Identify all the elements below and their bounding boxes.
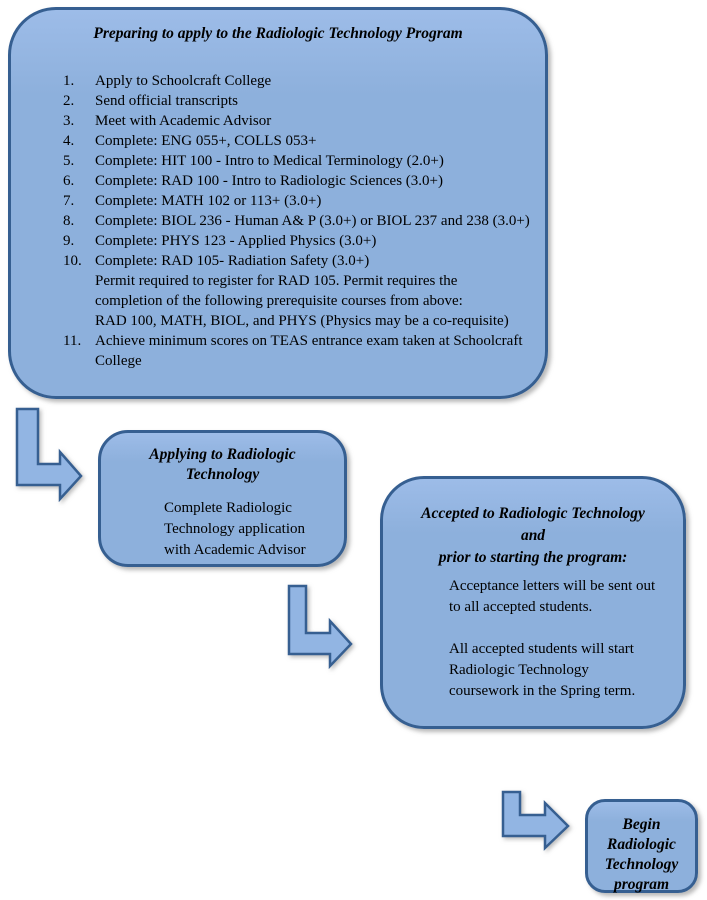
step-note-line: Permit required to register for RAD 105.… (95, 273, 458, 289)
step-number: 2. (63, 93, 75, 109)
step-note-line: completion of the following prerequisite… (95, 293, 463, 309)
step-item: 1. Apply to Schoolcraft College (63, 71, 531, 91)
step-item: 8. Complete: BIOL 236 - Human A& P (3.0+… (63, 211, 531, 231)
title-line: Technology (604, 856, 679, 873)
step-number: 7. (63, 193, 75, 209)
body-line: Complete Radiologic (164, 500, 292, 516)
title-line: Radiologic (607, 836, 676, 853)
step-text: Complete: RAD 100 - Intro to Radiologic … (95, 173, 443, 189)
step-item: 11. Achieve minimum scores on TEAS entra… (63, 331, 531, 371)
title-line: Accepted to Radiologic Technology (421, 505, 645, 522)
prep-box-title: Preparing to apply to the Radiologic Tec… (93, 25, 463, 42)
applying-box-body: Complete Radiologic Technology applicati… (164, 498, 344, 561)
step-text: Meet with Academic Advisor (95, 113, 272, 129)
title-line: Technology (185, 466, 260, 483)
accepted-paragraph: Acceptance letters will be sent out to a… (449, 576, 683, 618)
begin-box: Begin Radiologic Technology program (585, 799, 698, 893)
step-item: 7. Complete: MATH 102 or 113+ (3.0+) (63, 191, 531, 211)
step-text: Complete: ENG 055+, COLLS 053+ (95, 133, 317, 149)
step-number: 3. (63, 113, 75, 129)
step-number: 11. (63, 333, 82, 349)
accepted-paragraph: All accepted students will start Radiolo… (449, 639, 683, 702)
step-text: Complete: BIOL 236 - Human A& P (3.0+) o… (95, 213, 530, 229)
step-item: 6. Complete: RAD 100 - Intro to Radiolog… (63, 171, 531, 191)
body-line: with Academic Advisor (164, 542, 306, 558)
body-line: Radiologic Technology (449, 662, 589, 678)
bent-arrow-down-right-icon (501, 790, 570, 851)
step-item: 4. Complete: ENG 055+, COLLS 053+ (63, 131, 531, 151)
step-number: 4. (63, 133, 75, 149)
accepted-box-body: Acceptance letters will be sent out to a… (449, 576, 683, 702)
accepted-box: Accepted to Radiologic Technology and pr… (380, 476, 686, 729)
title-line: and (520, 527, 546, 544)
step-item: 3. Meet with Academic Advisor (63, 111, 531, 131)
prep-steps-list: 1. Apply to Schoolcraft College 2. Send … (11, 71, 545, 371)
step-text: Complete: HIT 100 - Intro to Medical Ter… (95, 153, 444, 169)
step-number: 10. (63, 253, 82, 269)
applying-box: Applying to Radiologic Technology Comple… (98, 430, 347, 567)
body-line: Acceptance letters will be sent out (449, 578, 656, 594)
accepted-box-title: Accepted to Radiologic Technology and pr… (383, 503, 683, 569)
step-number: 9. (63, 233, 75, 249)
begin-box-title: Begin Radiologic Technology program (588, 815, 695, 895)
title-line: program (613, 876, 670, 893)
step-item: 2. Send official transcripts (63, 91, 531, 111)
step-text: Complete: MATH 102 or 113+ (3.0+) (95, 193, 322, 209)
body-line: All accepted students will start (449, 641, 634, 657)
title-line: prior to starting the program: (438, 549, 628, 566)
bent-arrow-down-right-icon (15, 407, 83, 502)
bent-arrow-down-right-icon (287, 584, 353, 669)
step-text: Complete: PHYS 123 - Applied Physics (3.… (95, 233, 377, 249)
step-number: 5. (63, 153, 75, 169)
title-line: Applying to Radiologic (149, 446, 296, 463)
body-line: coursework in the Spring term. (449, 683, 636, 699)
step-number: 6. (63, 173, 75, 189)
step-item: 9. Complete: PHYS 123 - Applied Physics … (63, 231, 531, 251)
step-text: Achieve minimum scores on TEAS entrance … (95, 333, 523, 369)
step-text: Complete: RAD 105- Radiation Safety (3.0… (95, 253, 370, 269)
title-line: Begin (622, 816, 661, 833)
step-item: 10. Complete: RAD 105- Radiation Safety … (63, 251, 531, 331)
prep-box: Preparing to apply to the Radiologic Tec… (8, 7, 548, 399)
step-text-block: Complete: RAD 105- Radiation Safety (3.0… (95, 251, 531, 331)
step-text: Apply to Schoolcraft College (95, 73, 272, 89)
applying-box-title: Applying to Radiologic Technology (101, 445, 344, 485)
step-number: 8. (63, 213, 75, 229)
step-note-line: RAD 100, MATH, BIOL, and PHYS (Physics m… (95, 313, 509, 329)
step-number: 1. (63, 73, 75, 89)
body-line: to all accepted students. (449, 599, 593, 615)
step-item: 5. Complete: HIT 100 - Intro to Medical … (63, 151, 531, 171)
body-line: Technology application (164, 521, 305, 537)
step-text: Send official transcripts (95, 93, 239, 109)
